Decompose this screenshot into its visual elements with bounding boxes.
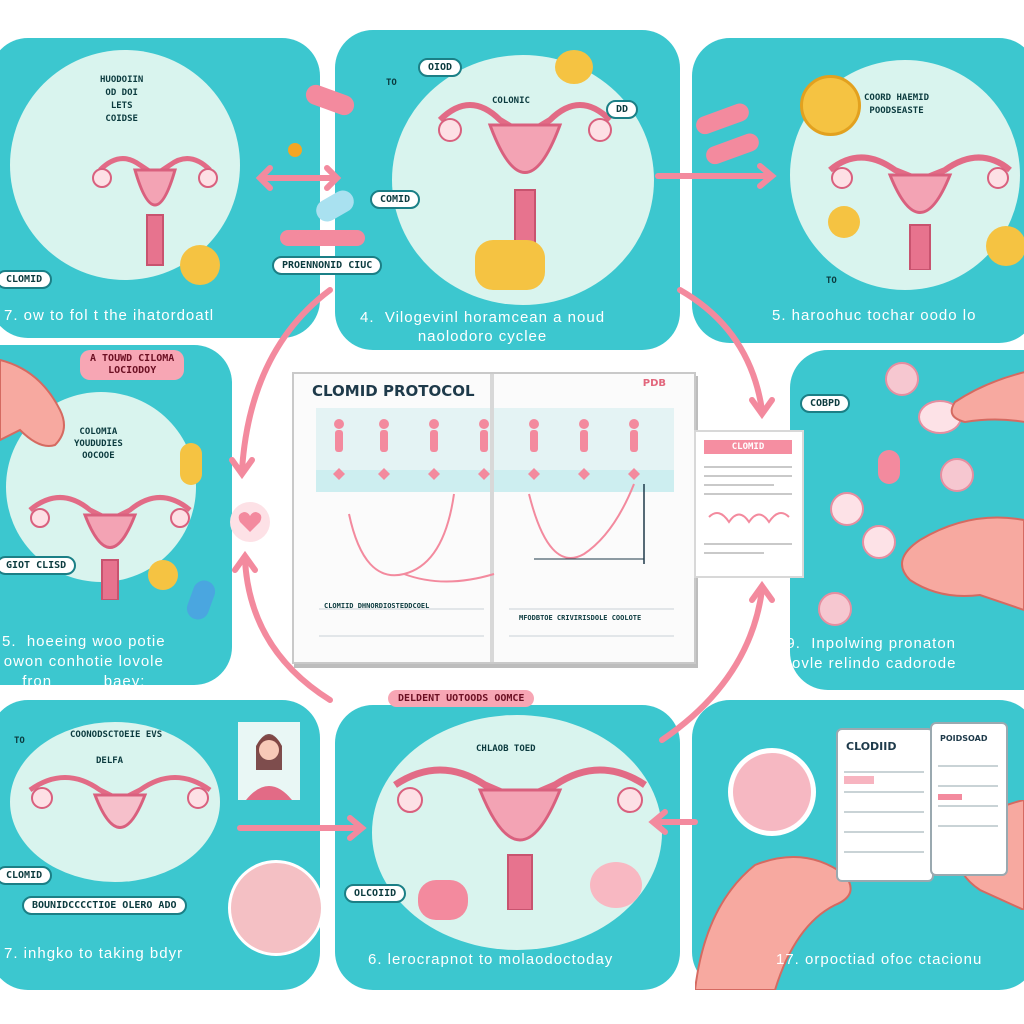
p3-to: TO (826, 276, 837, 286)
p4-label: GIOT CLISD (0, 556, 77, 575)
p6-tag2: BOUNIDCCCCTIOE OLERO ADO (22, 896, 187, 915)
book-spine (490, 374, 494, 662)
pill-icon (696, 103, 759, 165)
p4-circle-text: COLOMIA YOUDUDIES OOCOOE (74, 427, 123, 461)
p7-label: OLCOIID (344, 884, 407, 903)
pill-icon (148, 560, 178, 590)
protocol-book: CLOMID PROTOCOL PDB (292, 372, 696, 664)
pill-icon (180, 245, 220, 285)
p2-top-tag: OIOD (418, 58, 463, 77)
pill-icon (800, 75, 861, 136)
heart-icon (230, 502, 270, 542)
p5-bubble: COBPD (800, 394, 851, 413)
p2-comid-label: COMID (370, 190, 421, 209)
woman-icon (238, 722, 300, 800)
p8-caption: 17. orpoctiad ofoc ctacionu (776, 951, 983, 968)
p2-mid-text: COLONIC (492, 96, 530, 106)
uterus-icon (28, 495, 192, 600)
p3-circle-text: COORD HAEMID POODSEASTE (864, 93, 930, 116)
p7-circle-text: CHLAOB TOED (476, 744, 536, 754)
clomid-document: CLOMID (694, 430, 804, 578)
p2-top-label: TO (386, 78, 397, 88)
book-corner-label: PDB (642, 378, 666, 389)
p4-top-tag: A TOUWD CILOMA LOCIODOY (80, 350, 185, 380)
protocol-chart (319, 419, 674, 637)
document-icon (704, 466, 792, 554)
uterus-icon (437, 102, 613, 246)
pill-icon (818, 592, 852, 626)
phone-icon (844, 771, 924, 853)
p2-dd-label: DD (606, 100, 639, 119)
p7-top-tag: DELDENT UOTOODS OOMCE (388, 690, 535, 707)
book-footer-right: MFODBTOE CRIVIRISDOLE COOLOTE (519, 614, 642, 622)
phone-1: CLODIID (836, 728, 934, 882)
p1-circle-text: HUODOIIN OD DOI LETS COIDSE (100, 75, 144, 124)
uterus-icon (828, 154, 1012, 270)
pill-icon (590, 862, 642, 908)
pill-icon (280, 84, 365, 246)
hand-icon (0, 358, 65, 447)
pill-icon (418, 880, 468, 920)
p7-caption: 6. lerocrapnot to molaodoctoday (368, 951, 614, 968)
uterus-icon (92, 156, 218, 266)
p1-caption: 7. ow to fol t the ihatordoatl (4, 307, 215, 324)
pill-icon (885, 362, 919, 396)
pill-icon (986, 226, 1024, 266)
chart-band (316, 408, 674, 470)
uterus-icon (28, 775, 212, 829)
pill-icon (180, 443, 202, 485)
petri-dish (728, 748, 816, 836)
pill-icon (475, 240, 545, 290)
uterus-icon (393, 766, 647, 910)
pill-icon (828, 206, 860, 238)
phone-2: POIDSOAD (930, 722, 1008, 876)
p1-tag: CLOMID (0, 270, 53, 289)
phone-title: CLODIID (846, 740, 897, 753)
p6-beta: DELFA (96, 756, 124, 766)
p6-caption: 7. inhgko to taking bdyr (4, 945, 184, 962)
p4-caption: 5. hoeeing woo potie owon conhotie lovol… (2, 633, 166, 690)
p5-caption: 9. Inpolwing pronaton rovle relindo cado… (786, 635, 957, 672)
hand-icon (901, 516, 1024, 612)
p6-top-label: TO (14, 736, 25, 746)
phone-icon (938, 765, 998, 827)
p3-caption: 5. haroohuc tochar oodo lo (772, 307, 977, 324)
book-footer-left: CLOMIID DHNORDIOSTEDDCOEL (324, 602, 430, 610)
p6-tag1: CLOMID (0, 866, 53, 885)
p6-text: COONODSCTOEIE EVS (70, 730, 163, 740)
document-header: CLOMID (704, 440, 792, 454)
book-title: CLOMID PROTOCOL (312, 382, 475, 400)
phone2-title: POIDSOAD (940, 734, 988, 743)
pill-icon (830, 492, 864, 526)
pill-icon (862, 525, 896, 559)
pill-icon (940, 458, 974, 492)
pill-icon (878, 450, 900, 484)
pill-icon (555, 50, 593, 84)
woman-portrait (228, 860, 324, 956)
p2-bottom-label: PROENNONID CIUC (272, 256, 383, 275)
p2-caption: 4. Vilogevinl horamcean a noud naolodoro… (360, 309, 606, 345)
hand-icon (950, 371, 1024, 424)
